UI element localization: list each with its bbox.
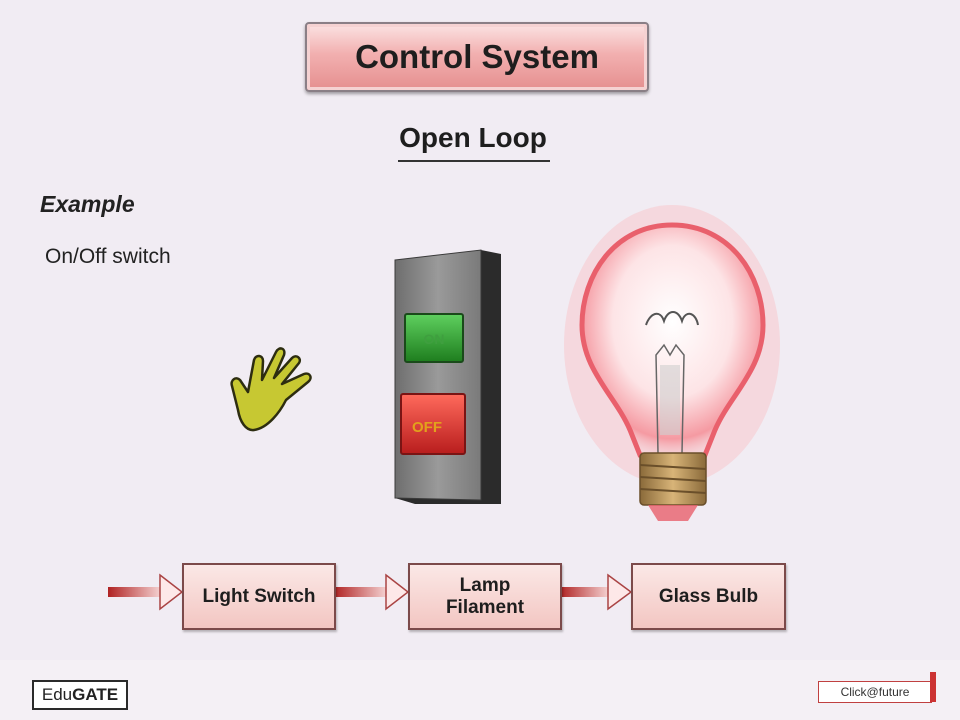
clickfuture-logo: Click@future	[818, 681, 932, 703]
arrow-filament-to-bulb	[560, 573, 633, 611]
switch-off-label: OFF	[412, 419, 442, 436]
example-text: On/Off switch	[45, 245, 171, 268]
arrow-switch-to-filament	[334, 573, 410, 611]
open-loop-flow-arrows	[108, 573, 633, 611]
clickfuture-tag	[930, 672, 936, 702]
onoff-switch: ON OFF	[394, 249, 501, 504]
edugate-suffix: GATE	[72, 685, 119, 704]
input-arrow	[108, 573, 184, 611]
block-light-switch: Light Switch	[182, 563, 336, 630]
light-bulb-icon	[564, 205, 780, 521]
slide-title: Control System	[355, 38, 599, 75]
block-lamp-filament: Lamp Filament	[408, 563, 562, 630]
block-label: Lamp Filament	[445, 574, 525, 618]
slide-subtitle: Open Loop	[399, 122, 547, 153]
slide-footer	[0, 660, 960, 720]
block-label: Light Switch	[202, 585, 316, 607]
block-glass-bulb: Glass Bulb	[631, 563, 786, 630]
pointing-hand-icon	[230, 347, 312, 432]
clickfuture-text: Click@future	[840, 685, 910, 699]
switch-on-label: ON	[424, 331, 445, 347]
block-label: Glass Bulb	[658, 585, 759, 607]
switch-off-button	[400, 393, 466, 455]
edugate-prefix: Edu	[41, 685, 73, 704]
example-heading: Example	[40, 191, 135, 217]
slide-title-box: Control System	[305, 22, 649, 92]
switch-on-button	[404, 313, 464, 363]
subtitle-underline	[398, 160, 550, 162]
